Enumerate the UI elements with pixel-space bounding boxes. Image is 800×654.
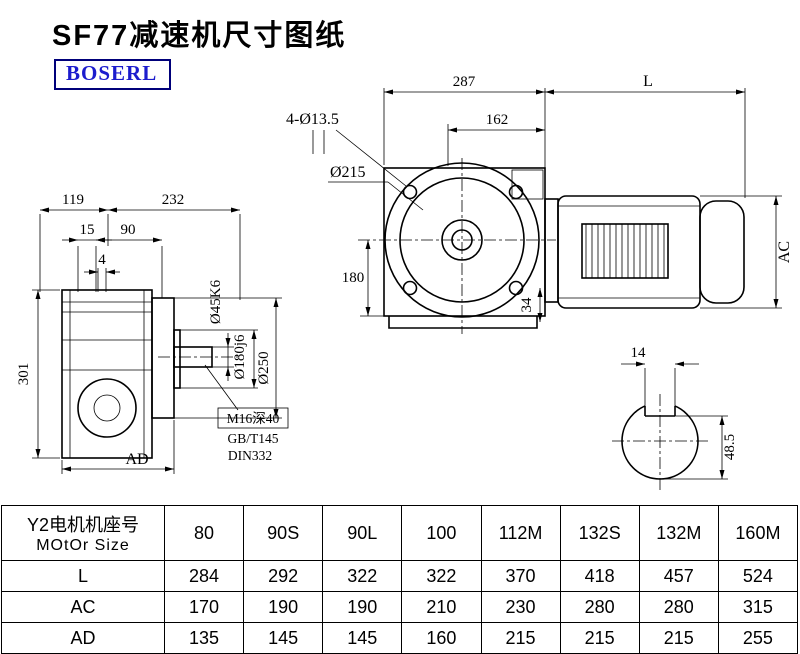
dim-flange-od: Ø250 [256,351,272,384]
value-cell: 190 [322,591,403,623]
dim-287: 287 [453,74,476,90]
value-cell: 322 [322,560,403,592]
boserl-logo: BOSERL [54,59,172,90]
technical-drawing: 287 L 162 4-Ø13.5 Ø215 180 34 AC [16,73,793,492]
dim-34: 34 [519,297,535,313]
value-cell: 457 [638,560,719,592]
label-bolt-holes: 4-Ø13.5 [286,111,339,128]
value-cell: 160 [401,622,482,654]
size-col-132m: 132M [638,505,719,561]
size-col-90s: 90S [243,505,324,561]
value-cell: 255 [717,622,799,654]
size-col-132s: 132S [559,505,640,561]
dim-301: 301 [16,363,32,386]
shaft-section-dims: 14 48.5 [621,345,738,480]
motor-size-header: Y2电机机座号 MOtOr Size [1,505,165,561]
dim-180: 180 [342,270,365,286]
value-cell: 145 [243,622,324,654]
row-label-AC: AC [1,591,165,623]
note-tap: M16深40 [227,411,280,426]
size-col-112m: 112M [480,505,561,561]
front-dims: 287 L 162 4-Ø13.5 Ø215 180 34 AC [286,73,793,322]
value-cell: 418 [559,560,640,592]
value-cell: 315 [717,591,799,623]
value-cell: 135 [163,622,245,654]
side-view [61,289,238,459]
motor-size-header-cn: Y2电机机座号 [26,515,140,535]
page-title: SF77减速机尺寸图纸 [52,20,347,52]
value-cell: 215 [638,622,719,654]
shaft-section-view [612,394,708,492]
front-view [358,158,745,334]
value-cell: 210 [401,591,482,623]
dim-key-width: 14 [631,345,647,361]
value-cell: 230 [480,591,561,623]
size-col-80: 80 [163,505,245,561]
value-cell: 190 [243,591,324,623]
dim-motor-length-L: L [643,73,653,90]
note-gb-standard: GB/T145 [227,431,278,446]
value-cell: 284 [163,560,245,592]
dim-4: 4 [98,252,106,268]
note-din-standard: DIN332 [228,448,272,463]
size-col-100: 100 [401,505,482,561]
value-cell: 145 [322,622,403,654]
dim-232: 232 [162,192,185,208]
label-flange-diameter: Ø215 [330,164,366,181]
motor-size-header-en: MOtOr Size [36,537,130,554]
value-cell: 322 [401,560,482,592]
table-header-row: Y2电机机座号 MOtOr Size 80 90S 90L 100 112M 1… [1,505,799,561]
dim-AC: AC [776,241,793,263]
value-cell: 170 [163,591,245,623]
dim-162: 162 [486,112,509,128]
value-cell: 215 [480,622,561,654]
value-cell: 215 [559,622,640,654]
size-col-90l: 90L [322,505,403,561]
dim-shaft-diameter: Ø45K6 [208,279,224,324]
dim-spigot-diameter: Ø180j6 [232,334,248,380]
dim-across-flat: 48.5 [722,434,738,460]
value-cell: 524 [717,560,799,592]
value-cell: 280 [638,591,719,623]
value-cell: 280 [559,591,640,623]
dim-AD: AD [125,451,148,468]
side-dims: 119 232 15 90 4 301 AD Ø45K6 [16,192,289,474]
row-label-L: L [1,560,165,592]
table-row-AC: AC 170 190 190 210 230 280 280 315 [1,591,799,623]
table-row-L: L 284 292 322 322 370 418 457 524 [1,560,799,592]
value-cell: 292 [243,560,324,592]
row-label-AD: AD [1,622,165,654]
table-row-AD: AD 135 145 145 160 215 215 215 255 [1,622,799,654]
value-cell: 370 [480,560,561,592]
size-col-160m: 160M [717,505,799,561]
dim-90: 90 [121,222,136,238]
motor-size-table: Y2电机机座号 MOtOr Size 80 90S 90L 100 112M 1… [1,505,799,654]
dim-15: 15 [80,222,95,238]
dim-119: 119 [62,192,84,208]
